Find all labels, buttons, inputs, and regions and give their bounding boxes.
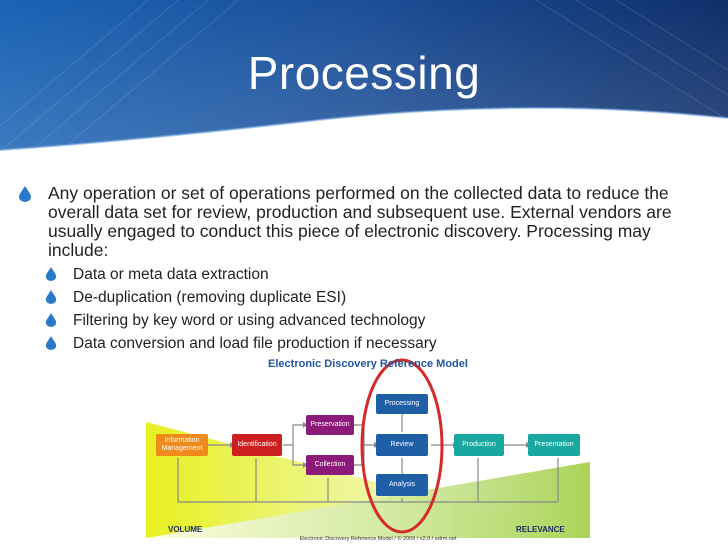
sub-bullet-text: Data or meta data extraction: [73, 266, 269, 283]
relevance-label: RELEVANCE: [516, 525, 565, 534]
node-identification: Identification: [232, 434, 282, 456]
main-bullet: Any operation or set of operations perfo…: [18, 184, 708, 260]
node-processing: Processing: [376, 394, 428, 414]
main-bullet-text: Any operation or set of operations perfo…: [48, 183, 672, 260]
header-banner: [0, 0, 728, 160]
sub-bullet-item: De-duplication (removing duplicate ESI): [45, 289, 645, 312]
bullet-drop-icon: [45, 313, 57, 327]
highlight-ring: [360, 358, 444, 534]
bullet-drop-icon: [19, 186, 31, 202]
node-preservation: Preservation: [306, 415, 354, 435]
bullet-drop-icon: [45, 290, 57, 304]
bullet-drop-icon: [45, 336, 57, 350]
sub-bullet-text: Filtering by key word or using advanced …: [73, 312, 426, 329]
node-analysis: Analysis: [376, 474, 428, 496]
sub-bullet-text: Data conversion and load file production…: [73, 335, 437, 352]
sub-bullet-list: Data or meta data extraction De-duplicat…: [45, 266, 645, 358]
node-information-management: Information Management: [156, 434, 208, 456]
slide-title: Processing: [247, 47, 481, 99]
bullet-drop-icon: [45, 267, 57, 281]
edrm-diagram: Electronic Discovery Reference Model Inf…: [138, 352, 598, 546]
sub-bullet-item: Data conversion and load file production…: [45, 335, 645, 358]
node-review: Review: [376, 434, 428, 456]
node-collection: Collection: [306, 455, 354, 475]
volume-label: VOLUME: [168, 525, 203, 534]
sub-bullet-item: Filtering by key word or using advanced …: [45, 312, 645, 335]
sub-bullet-text: De-duplication (removing duplicate ESI): [73, 289, 347, 306]
sub-bullet-item: Data or meta data extraction: [45, 266, 645, 289]
diagram-title: Electronic Discovery Reference Model: [268, 358, 468, 370]
node-production: Production: [454, 434, 504, 456]
slide-header: Processing: [0, 0, 728, 160]
diagram-footer: Electronic Discovery Reference Model / ©…: [299, 536, 457, 542]
node-presentation: Presentation: [528, 434, 580, 456]
